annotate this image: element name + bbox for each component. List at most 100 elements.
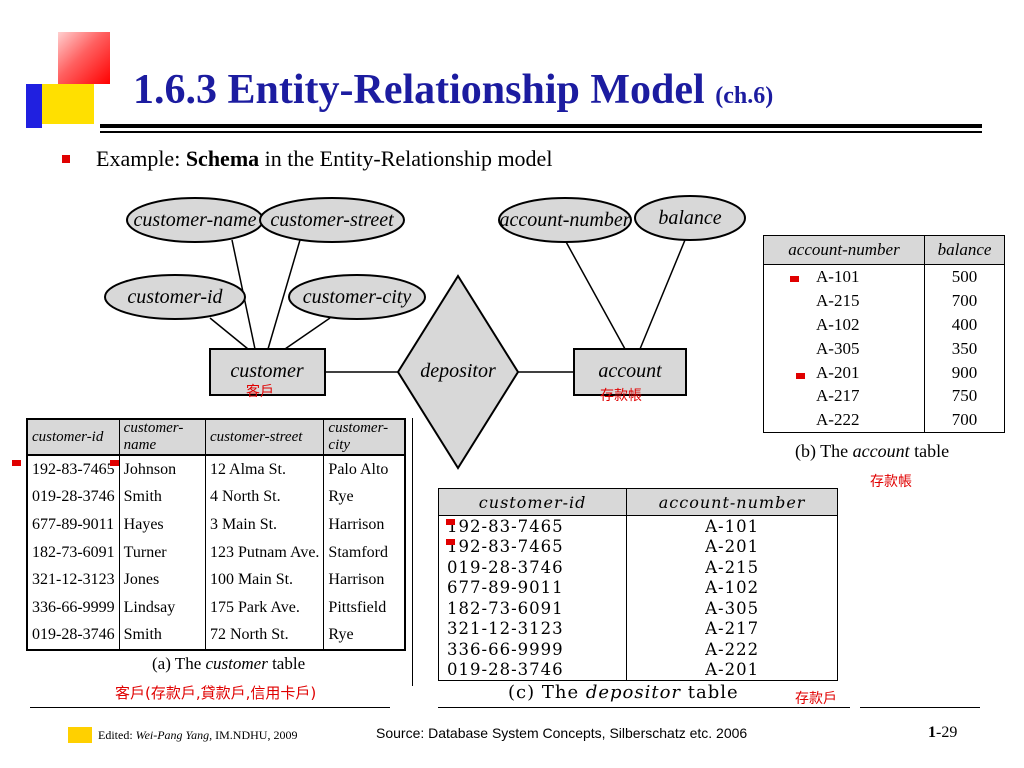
relationship-depositor — [396, 274, 520, 470]
table-cell: 336-66-9999 — [27, 593, 120, 622]
highlight-mark-icon — [446, 539, 455, 545]
col-account-number: account-number — [763, 235, 926, 265]
table-cell: 123 Putnam Ave. — [205, 538, 325, 567]
caption-b-prefix: (b) The — [795, 441, 853, 461]
table-cell: Johnson — [119, 455, 206, 484]
account-table-caption: (b) The account table — [795, 441, 949, 462]
table-cell: 900 — [951, 362, 978, 382]
table-cell: Harrison — [328, 515, 385, 533]
table-row: 192-83-7465 A-101 — [438, 515, 838, 537]
divider-bottom-center — [438, 707, 850, 708]
caption-c-italic: depositor — [585, 682, 682, 703]
footer-author: Wei-Pang Yang, — [135, 728, 213, 742]
table-cell: 321-12-3123 — [27, 566, 120, 594]
divider-bottom-right — [860, 707, 980, 708]
page-number-rest: -29 — [936, 724, 958, 741]
highlight-mark-icon — [446, 519, 455, 525]
depositor-table-header: customer-id account-number — [438, 488, 838, 516]
table-cell: A-305 — [763, 336, 926, 361]
label-customer-city: customer-city — [303, 286, 412, 308]
table-row: A-101 500 — [763, 264, 1005, 289]
col-depositor-account-number: account-number — [626, 488, 838, 516]
footer-org: IM.NDHU, 2009 — [212, 728, 298, 742]
page-number-bold: 1 — [928, 724, 936, 741]
attr-customer-id — [104, 274, 246, 320]
label-customer-name: customer-name — [134, 209, 257, 231]
table-cell: 3 Main St. — [205, 511, 325, 539]
table-cell: 100 Main St. — [205, 566, 325, 594]
table-cell: 182-73-6091 — [438, 598, 628, 619]
edge-customer-street — [267, 239, 301, 350]
bullet-bold: Schema — [185, 146, 260, 171]
note-account-table-cn: 存款帳 — [870, 474, 912, 490]
caption-a-suffix: table — [267, 654, 306, 673]
title-rule-thin — [100, 131, 982, 133]
table-cell: 400 — [951, 314, 978, 334]
footer-source: Source: Database System Concepts, Silber… — [376, 725, 748, 741]
label-balance: balance — [658, 207, 721, 229]
highlight-mark-icon — [110, 460, 119, 466]
note-depositor-table-cn: 存款戶 — [795, 691, 837, 707]
note-account-cn: 存款帳 — [600, 388, 642, 404]
label-entity-account: account — [598, 360, 662, 382]
table-cell: 72 North St. — [205, 621, 325, 651]
label-account-number: account-number — [499, 209, 630, 231]
edge-balance — [639, 239, 686, 350]
customer-table: customer-id customer-name customer-stree… — [26, 418, 406, 652]
table-cell: Smith — [119, 621, 206, 651]
caption-a-prefix: (a) The — [152, 654, 206, 673]
caption-b-italic: account — [852, 441, 910, 461]
table-cell: 321-12-3123 — [438, 618, 628, 639]
table-cell: 192-83-7465 — [438, 536, 628, 557]
edge-customer-city — [284, 317, 331, 350]
table-cell: 019-28-3746 — [438, 557, 628, 578]
table-cell: 336-66-9999 — [438, 639, 628, 660]
table-cell: Palo Alto — [328, 460, 389, 478]
col-customer-street: customer-street — [205, 419, 325, 456]
table-cell: 019-28-3746 — [438, 659, 628, 681]
table-cell: 019-28-3746 — [27, 621, 120, 651]
label-customer-id: customer-id — [127, 286, 223, 308]
table-cell: Lindsay — [119, 593, 206, 622]
divider-bottom-left — [30, 707, 390, 708]
highlight-mark-icon — [790, 276, 799, 282]
table-cell: A-201 — [705, 537, 760, 557]
table-cell: A-102 — [763, 312, 926, 337]
edge-account-number — [564, 239, 626, 350]
customer-table-header: customer-id customer-name customer-stree… — [27, 419, 405, 456]
logo-blue-bar — [26, 84, 42, 128]
table-cell: 500 — [951, 266, 978, 286]
label-customer-street: customer-street — [270, 209, 394, 231]
table-cell: A-201 — [763, 360, 926, 385]
page-number: 1-29 — [928, 724, 957, 742]
table-cell: 700 — [951, 410, 978, 430]
table-cell: Turner — [119, 538, 206, 567]
table-cell: Pittsfield — [328, 598, 387, 616]
table-cell: A-101 — [763, 264, 926, 289]
entity-account — [573, 348, 687, 396]
table-cell: 182-73-6091 — [27, 538, 120, 567]
col-customer-city: customer-city — [323, 419, 405, 456]
table-cell: 750 — [951, 386, 978, 406]
table-cell: Jones — [119, 566, 206, 594]
table-cell: 192-83-7465 — [438, 515, 628, 537]
highlight-mark-icon — [12, 460, 21, 466]
table-cell: Rye — [328, 488, 354, 506]
edge-customer-id — [209, 317, 249, 350]
table-cell: A-101 — [705, 516, 760, 536]
table-cell: Rye — [328, 626, 354, 644]
table-cell: A-215 — [705, 557, 760, 577]
col-customer-name: customer-name — [119, 419, 206, 456]
